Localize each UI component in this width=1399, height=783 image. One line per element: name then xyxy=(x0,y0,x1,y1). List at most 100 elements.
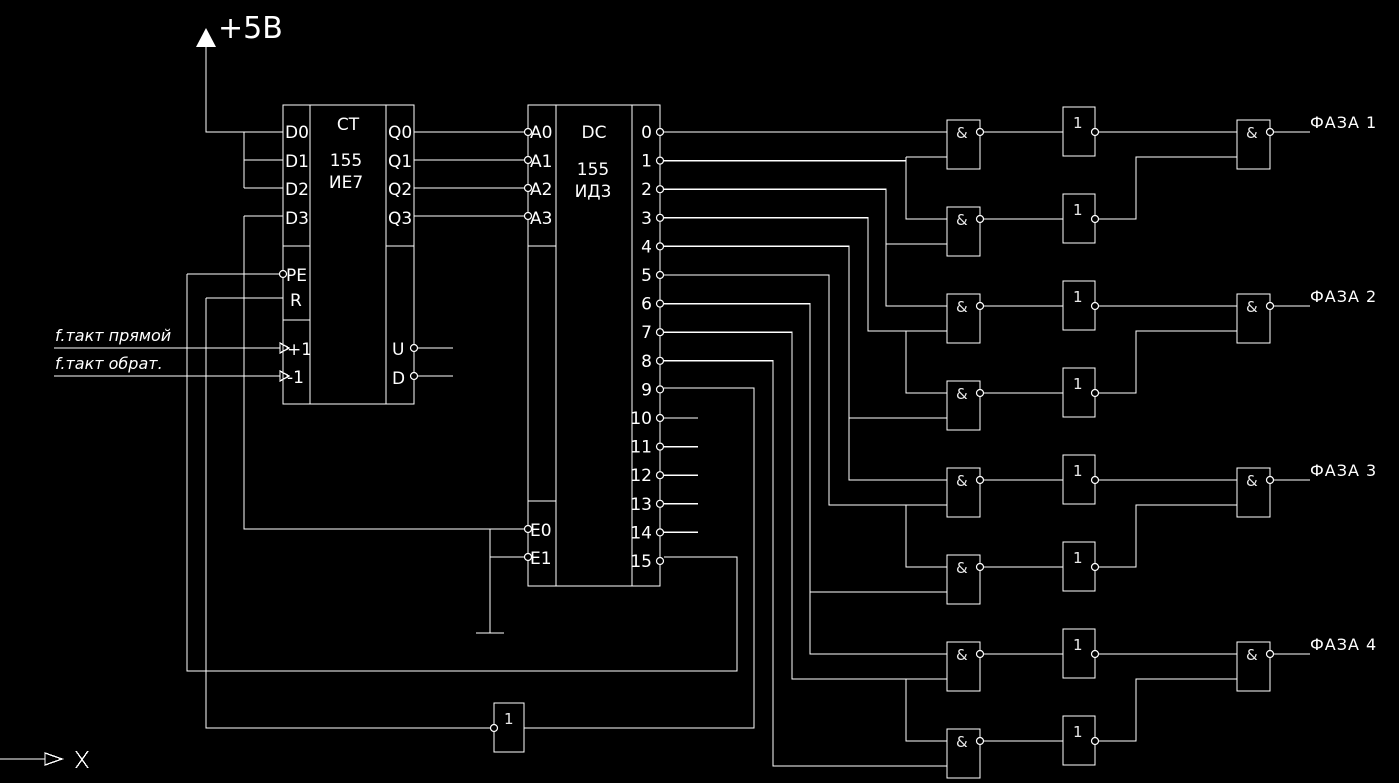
inversion-bubble-icon xyxy=(1090,127,1100,137)
counter-pin-d: D xyxy=(392,369,405,389)
inversion-bubble-icon xyxy=(655,442,665,451)
decoder-pin-a3: A3 xyxy=(530,209,552,229)
inverter-gate[interactable]: 1 xyxy=(1062,106,1100,157)
inversion-bubble-icon xyxy=(655,213,665,222)
inversion-bubble-icon xyxy=(655,299,665,308)
gate-symbol: & xyxy=(956,385,968,403)
counter-title: CT xyxy=(337,115,360,135)
axis-arrow-icon xyxy=(44,752,65,766)
decoder-output-label: 0 xyxy=(641,123,652,143)
inversion-bubble-icon xyxy=(1090,736,1100,746)
gate-symbol: & xyxy=(956,298,968,316)
feedback-wiring xyxy=(186,273,755,729)
inversion-bubble-icon xyxy=(975,214,985,224)
reset-inverter-gate[interactable]: 1 xyxy=(489,702,525,753)
decoder-series: 155 xyxy=(577,160,609,180)
decoder-part: ИД3 xyxy=(575,182,612,202)
inversion-bubble-icon xyxy=(523,211,533,221)
inversion-bubble-icon xyxy=(655,156,665,165)
inversion-bubble-icon xyxy=(1265,301,1275,311)
inversion-bubble-icon xyxy=(1265,127,1275,137)
gate-symbol: & xyxy=(956,211,968,229)
inverter-gate[interactable]: 1 xyxy=(1062,193,1100,244)
decoder-output-label: 3 xyxy=(641,209,652,229)
gate-symbol: & xyxy=(956,472,968,490)
power-supply: +5B xyxy=(196,11,283,189)
decoder-output-label: 2 xyxy=(641,180,652,200)
decoder-output-label: 10 xyxy=(630,409,652,429)
gate-symbol: & xyxy=(1246,298,1258,316)
gate-symbol: 1 xyxy=(1073,462,1083,480)
inversion-bubble-icon xyxy=(1265,649,1275,659)
first-stage-nand-gate[interactable]: & xyxy=(946,206,985,257)
inversion-bubble-icon xyxy=(655,499,665,508)
inversion-bubble-icon xyxy=(655,127,665,137)
decoder-output-label: 13 xyxy=(630,495,652,515)
counter-pin-down: -1 xyxy=(287,368,304,388)
inverter-gate[interactable]: 1 xyxy=(1062,715,1100,766)
decoder-pin-e0: E0 xyxy=(530,521,552,541)
gate-symbol: & xyxy=(956,124,968,142)
counter-pin-r: R xyxy=(290,291,302,311)
phase-1-label: ФАЗА 1 xyxy=(1310,113,1377,132)
inverter-gate[interactable]: 1 xyxy=(1062,367,1100,418)
inversion-bubble-icon xyxy=(655,270,665,280)
phase-output-nand-gate[interactable]: & xyxy=(1236,293,1275,344)
gate-symbol: 1 xyxy=(1073,723,1083,741)
counter-to-decoder-bus xyxy=(414,131,524,217)
decoder-pin-a1: A1 xyxy=(530,152,552,172)
inversion-bubble-icon xyxy=(655,185,665,194)
inverter-gate[interactable]: 1 xyxy=(1062,541,1100,592)
inversion-bubble-icon xyxy=(1090,388,1100,398)
decoder-title: DC xyxy=(582,123,607,143)
gate-symbol: 1 xyxy=(1073,201,1083,219)
first-stage-nand-gate[interactable]: & xyxy=(946,293,985,344)
counter-pin-pe: PE xyxy=(286,266,307,286)
decoder-output-label: 8 xyxy=(641,352,652,372)
gate-symbol: 1 xyxy=(1073,549,1083,567)
first-stage-nand-gate[interactable]: & xyxy=(946,119,985,170)
first-stage-nand-gate[interactable]: & xyxy=(946,467,985,518)
counter-chip[interactable]: CT 155 ИЕ7 D0 D1 D2 D3 PE R +1 -1 Q0 Q1 … xyxy=(278,104,454,405)
first-stage-nand-gate[interactable]: & xyxy=(946,641,985,692)
counter-pin-up: +1 xyxy=(287,340,312,360)
phase-output-nand-gate[interactable]: & xyxy=(1236,119,1275,170)
enable-ground-wiring xyxy=(243,215,524,634)
counter-pin-d3: D3 xyxy=(285,209,309,229)
first-stage-nand-gate[interactable]: & xyxy=(946,380,985,431)
phase-output-nand-gate[interactable]: & xyxy=(1236,641,1275,692)
gate-symbol: & xyxy=(1246,124,1258,142)
decoder-chip[interactable]: DC 155 ИД3 A0 A1 A2 A3 E0 E1 01234567891… xyxy=(523,104,699,587)
first-stage-nand-gate[interactable]: & xyxy=(946,728,985,779)
counter-series: 155 xyxy=(330,151,362,171)
inversion-bubble-icon xyxy=(523,552,533,562)
inversion-bubble-icon xyxy=(523,524,533,534)
decoder-output-label: 9 xyxy=(641,380,652,400)
counter-pin-q3: Q3 xyxy=(388,209,412,229)
inverter-gate[interactable]: 1 xyxy=(1062,628,1100,679)
inversion-bubble-icon xyxy=(1265,475,1275,485)
decoder-output-label: 6 xyxy=(641,295,652,315)
inversion-bubble-icon xyxy=(1090,475,1100,485)
phase-logic-gates: &1&1&1&1&1&1&1&1&ФАЗА 1&ФАЗА 2&ФАЗА 3&ФА… xyxy=(946,106,1377,779)
inversion-bubble-icon xyxy=(975,736,985,746)
inverter-gate[interactable]: 1 xyxy=(1062,454,1100,505)
inversion-bubble-icon xyxy=(655,356,665,365)
clock-reverse-label: f.такт обрат. xyxy=(55,354,163,373)
counter-pin-q1: Q1 xyxy=(388,152,412,172)
decoder-pin-a0: A0 xyxy=(530,123,552,143)
gate-symbol: 1 xyxy=(1073,636,1083,654)
inversion-bubble-icon xyxy=(409,371,419,381)
decoder-output-label: 12 xyxy=(630,466,652,486)
inversion-bubble-icon xyxy=(1090,562,1100,572)
phase-output-nand-gate[interactable]: & xyxy=(1236,467,1275,518)
gate-symbol: & xyxy=(956,733,968,751)
decoder-pin-e1: E1 xyxy=(530,549,552,569)
inverter-gate[interactable]: 1 xyxy=(1062,280,1100,331)
power-label: +5B xyxy=(218,11,283,46)
inversion-bubble-icon xyxy=(655,328,665,337)
gate-symbol: & xyxy=(1246,472,1258,490)
first-stage-nand-gate[interactable]: & xyxy=(946,554,985,605)
